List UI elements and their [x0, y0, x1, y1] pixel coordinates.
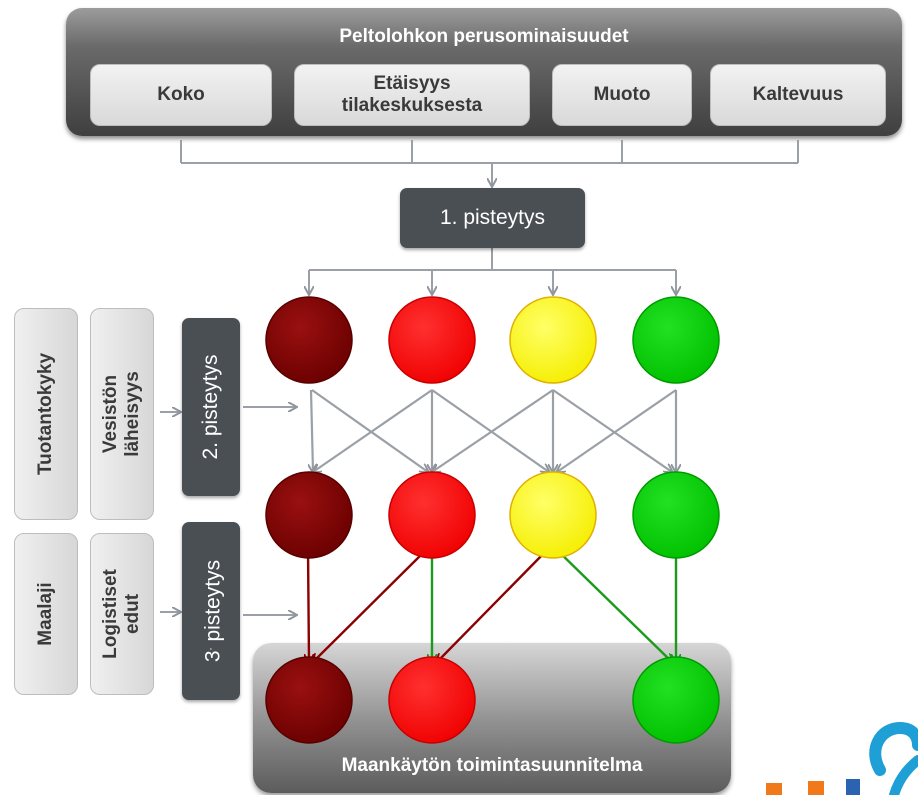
input-soil-type: Maalaji [14, 533, 78, 695]
attribute-label: Koko [157, 84, 205, 105]
input-logistics: Logistiset edut [90, 533, 154, 695]
second-scoring-box: 2. pisteytys [182, 318, 240, 496]
attribute-distance: Etäisyys tilakeskuksesta [294, 64, 530, 126]
class-circle-green [632, 296, 720, 384]
input-label: Tuotantokyky [35, 352, 56, 476]
class-circle-yellow [509, 471, 597, 559]
logo-fragment [766, 721, 918, 795]
input-label: Maalaji [35, 582, 56, 646]
class-circle-yellow [509, 296, 597, 384]
round-two-transitions [311, 389, 676, 472]
class-circle-red [388, 656, 476, 744]
input-productivity: Tuotantokyky [14, 308, 78, 520]
input-label-line2: läheisyys [122, 371, 143, 457]
class-circle-dark-red [265, 656, 353, 744]
input-water-proximity: Vesistön läheisyys [90, 308, 154, 520]
class-circle-dark-red [265, 296, 353, 384]
second-scoring-label: 2. pisteytys [199, 354, 222, 460]
attribute-shape: Muoto [552, 64, 692, 126]
first-scoring-connector [309, 248, 676, 294]
first-scoring-box: 1. pisteytys [400, 188, 585, 248]
class-circle-green [632, 656, 720, 744]
classification-row-3 [265, 656, 720, 744]
panel-title: Peltolohkon perusominaisuudet [339, 26, 629, 47]
third-scoring-label: 3. pisteytys [201, 559, 225, 663]
classification-row-1 [265, 296, 720, 384]
input-label: Logistiset edut [100, 569, 144, 659]
input-label-line2: edut [122, 593, 143, 635]
input-label-line1: Vesistön [100, 374, 121, 454]
class-circle-red [388, 471, 476, 559]
class-circle-red [388, 296, 476, 384]
third-scoring-box: 3. pisteytys [182, 522, 240, 700]
attribute-slope: Kaltevuus [710, 64, 886, 126]
attribute-label-line1: Etäisyys [373, 73, 451, 94]
attribute-label: Kaltevuus [752, 84, 844, 105]
third-scoring-word: pisteytys [201, 559, 225, 648]
first-scoring-label: 1. pisteytys [439, 206, 546, 229]
third-scoring-number: 3 [201, 650, 225, 663]
input-label: Vesistön läheisyys [100, 371, 144, 457]
class-circle-green [632, 471, 720, 559]
land-use-plan-label: Maankäytön toimintasuunnitelma [341, 755, 643, 776]
round-three-transitions [308, 547, 676, 662]
header-connector [180, 140, 799, 186]
attribute-label: Muoto [593, 84, 651, 105]
class-circle-dark-red [265, 471, 353, 559]
input-label-line1: Logistiset [100, 569, 121, 659]
input-arrows [160, 407, 296, 615]
attribute-size: Koko [90, 64, 272, 126]
attribute-label-line2: tilakeskuksesta [341, 95, 483, 116]
classification-row-2 [265, 471, 720, 559]
